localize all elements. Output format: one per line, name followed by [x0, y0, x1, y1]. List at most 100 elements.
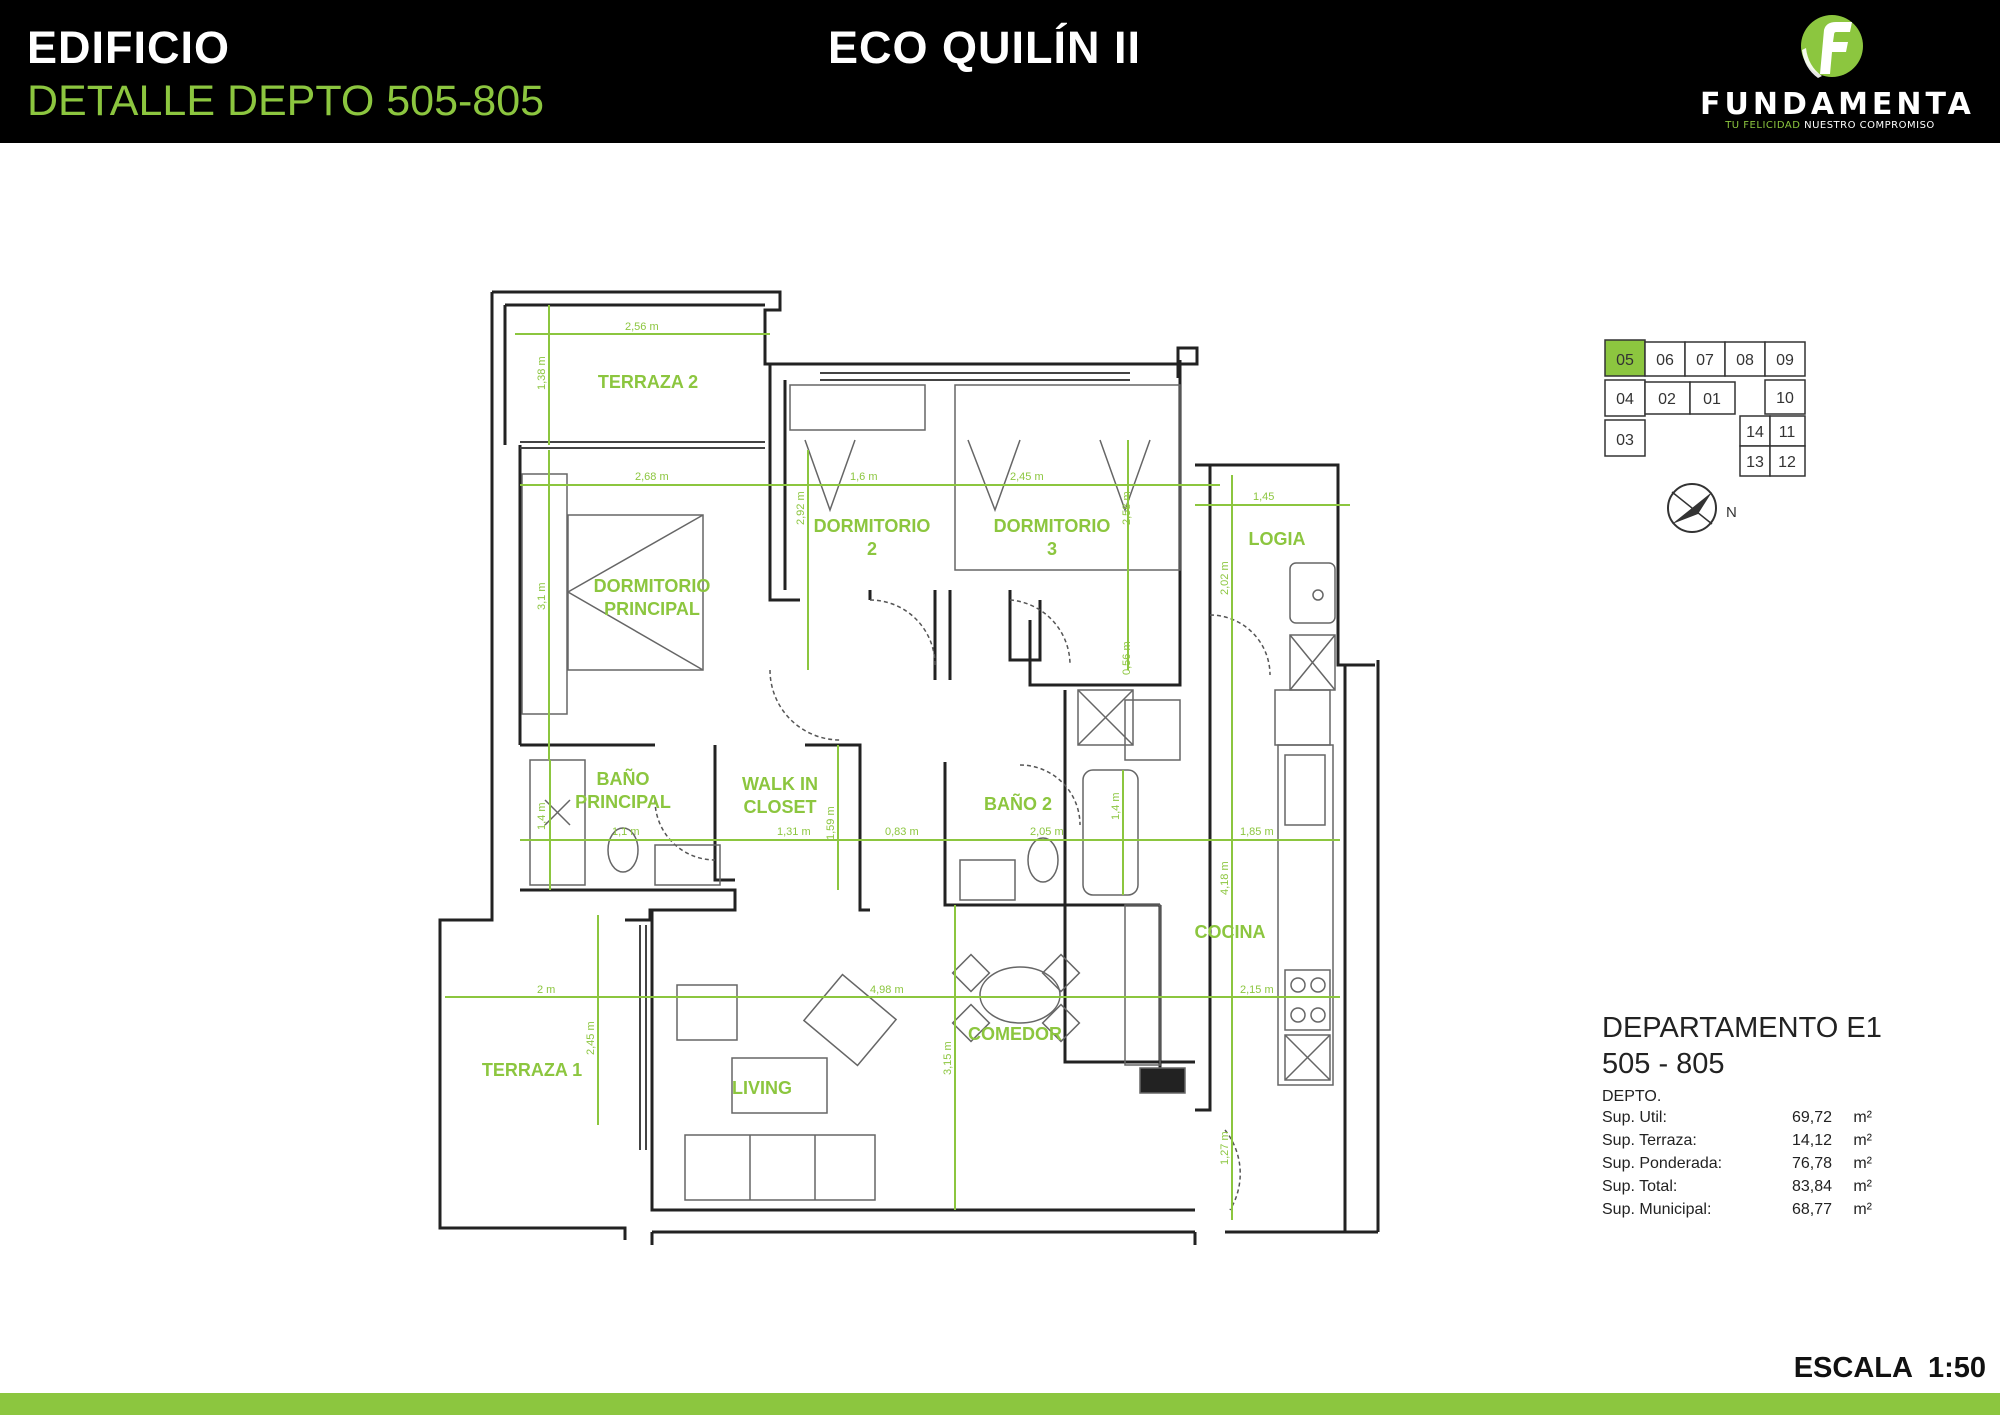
room-comedor: COMEDOR [968, 1024, 1062, 1044]
kitchen-sink-icon [1284, 754, 1326, 826]
room-dorm-principal-1: DORMITORIO [594, 576, 711, 596]
cooktop-icon [1284, 969, 1331, 1031]
unit-label: 08 [1736, 352, 1754, 369]
toilet-icon [607, 827, 639, 873]
dim-14b: 1,4 m [1110, 792, 1122, 820]
area-unit: m² [1853, 1178, 1872, 1195]
compass-icon: N [1667, 483, 1737, 533]
dim-245v: 2,45 m [585, 1021, 597, 1055]
furniture [521, 384, 1336, 1201]
area-row: Sup. Total: 83,84 m² [1602, 1175, 1882, 1198]
unit-label: 11 [1779, 424, 1796, 441]
unit-label: 12 [1778, 454, 1796, 471]
logo-wordmark: FUNDAMENTA [1700, 87, 1975, 122]
unit-label: 10 [1776, 390, 1794, 407]
area-unit: m² [1853, 1201, 1872, 1218]
room-bano-2: BAÑO 2 [984, 793, 1052, 814]
unit-05-highlight [1604, 339, 1646, 377]
unit-label: 01 [1703, 391, 1721, 408]
unit-label: 04 [1616, 391, 1634, 408]
dim-205: 2,05 m [1030, 826, 1064, 838]
room-dorm2-1: DORMITORIO [814, 516, 931, 536]
depto-label: DEPTO. [1602, 1088, 1662, 1105]
room-walkin-1: WALK IN [742, 774, 818, 794]
dim-127: 1,27 m [1219, 1131, 1231, 1165]
tagline-green: TU FELICIDAD [1725, 120, 1801, 131]
unit-label: 07 [1696, 352, 1714, 369]
header-subtitle: DETALLE DEPTO 505-805 [27, 77, 545, 125]
unit-label: 09 [1776, 352, 1794, 369]
dim-083: 0,83 m [885, 826, 919, 838]
shower-icon [529, 759, 586, 886]
dim-16: 1,6 m [850, 471, 878, 483]
dim-14a: 1,4 m [536, 802, 548, 830]
dim-292: 2,92 m [795, 491, 807, 525]
area-key: Sup. Municipal: [1602, 1201, 1712, 1218]
kitchen-counter [1277, 744, 1334, 1086]
area-value: 83,84 [1791, 1178, 1832, 1195]
scale-label: ESCALA 1:50 [1793, 1352, 1986, 1384]
room-cocina: COCINA [1195, 922, 1266, 942]
area-unit: m² [1853, 1132, 1872, 1149]
unit-label: 13 [1746, 454, 1764, 471]
logo-tagline: TU FELICIDAD NUESTRO COMPROMISO [1700, 120, 1960, 131]
room-dorm3-2: 3 [1047, 539, 1057, 559]
room-logia: LOGIA [1249, 529, 1306, 549]
dim-256: 2,56 m [625, 321, 659, 333]
unit-label: 03 [1616, 432, 1634, 449]
walls [438, 290, 1380, 1245]
room-bano-principal-1: BAÑO [597, 768, 650, 789]
building-key-map: 05 06 07 08 09 04 02 01 10 14 11 03 13 1… [1604, 339, 1806, 533]
coffee-table-icon [731, 1057, 828, 1114]
area-value: 69,72 [1791, 1109, 1832, 1126]
area-row: Sup. Util: 69,72 m² [1602, 1106, 1882, 1129]
area-value: 68,77 [1791, 1201, 1832, 1218]
dim-258: 2,58 m [1121, 491, 1133, 525]
dim-315: 3,15 m [942, 1041, 954, 1075]
unit-label: 05 [1616, 352, 1634, 369]
area-row: Sup. Ponderada: 76,78 m² [1602, 1152, 1882, 1175]
dimension-lines [445, 305, 1350, 1220]
dim-056: 0,56 m [1121, 641, 1133, 675]
area-key: Sup. Ponderada: [1602, 1155, 1723, 1172]
dim-245h: 2,45 m [1010, 471, 1044, 483]
dim-145: 1,45 [1253, 491, 1274, 503]
sink-icon [654, 844, 721, 886]
area-value: 14,12 [1791, 1132, 1832, 1149]
area-key: Sup. Total: [1602, 1178, 1678, 1195]
room-labels: TERRAZA 2 DORMITORIO PRINCIPAL DORMITORI… [482, 372, 1306, 1098]
north-label: N [1726, 504, 1737, 521]
room-dorm-principal-2: PRINCIPAL [604, 599, 700, 619]
department-units: 505 - 805 [1602, 1048, 1725, 1080]
unit-label: 14 [1746, 424, 1764, 441]
unit-label: 06 [1656, 352, 1674, 369]
area-value: 76,78 [1791, 1155, 1832, 1172]
room-terraza-2: TERRAZA 2 [598, 372, 698, 392]
department-info: DEPARTAMENTO E1 505 - 805 DEPTO. Sup. Ut… [1602, 1010, 1882, 1221]
room-bano-principal-2: PRINCIPAL [575, 792, 671, 812]
dimension-labels: 2,56 m 1,38 m 2,68 m 3,1 m 1,6 m 2,45 m … [536, 321, 1274, 1165]
room-living: LIVING [732, 1078, 792, 1098]
dim-215: 2,15 m [1240, 984, 1274, 996]
area-unit: m² [1853, 1155, 1872, 1172]
nightstand-bed-frame [521, 473, 568, 715]
dim-418: 4,18 m [1219, 861, 1231, 895]
room-dorm3-1: DORMITORIO [994, 516, 1111, 536]
area-row: Sup. Terraza: 14,12 m² [1602, 1129, 1882, 1152]
department-title: DEPARTAMENTO E1 [1602, 1012, 1882, 1044]
dim-159: 1,59 m [825, 806, 837, 840]
laundry-sink-icon [1289, 562, 1336, 624]
door-swings [654, 599, 1271, 1211]
dim-2: 2 m [537, 984, 555, 996]
dim-138: 1,38 m [536, 356, 548, 390]
kitchen-island [1124, 904, 1161, 1066]
header-bar: EDIFICIO DETALLE DEPTO 505-805 ECO QUILÍ… [0, 0, 2000, 143]
project-name: ECO QUILÍN II [828, 22, 1142, 73]
dim-268: 2,68 m [635, 471, 669, 483]
windows [520, 372, 1130, 1150]
dim-31: 3,1 m [536, 582, 548, 610]
tagline-white: NUESTRO COMPROMISO [1804, 120, 1935, 131]
sofa-icon [684, 1134, 876, 1201]
room-walkin-2: CLOSET [743, 797, 816, 817]
